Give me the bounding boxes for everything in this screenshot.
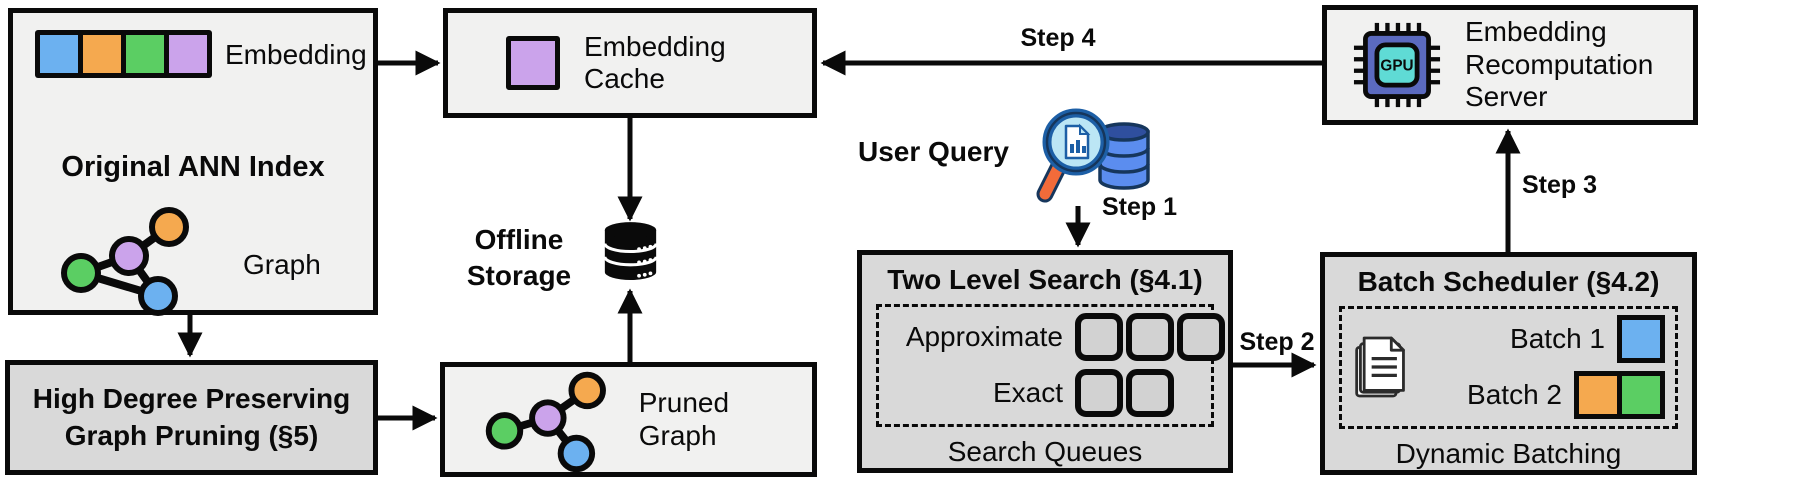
- recomputation-server-label: Embedding Recomputation Server: [1465, 16, 1654, 113]
- search-queues-caption: Search Queues: [947, 435, 1143, 467]
- queue-slot: [1177, 313, 1225, 362]
- graph-icon: [61, 207, 189, 316]
- search-queues-panel: Approximate Exact: [876, 304, 1225, 427]
- step1-label: Step 1: [1102, 193, 1178, 221]
- query-db-stack: [1098, 122, 1150, 190]
- embedding-cache-label: Embedding Cache: [584, 30, 726, 94]
- queue-slot: [1126, 313, 1174, 362]
- database-icon: [603, 222, 658, 281]
- pruned-graph-icon: [485, 371, 606, 472]
- original-ann-index-title: Original ANN Index: [61, 151, 325, 183]
- approximate-queue-row: Approximate: [887, 313, 1225, 362]
- approximate-label: Approximate: [905, 321, 1063, 353]
- gpu-chip-icon: GPU: [1353, 22, 1441, 108]
- purple-cell: [169, 35, 207, 73]
- step2-label: Step 2: [1239, 328, 1315, 356]
- queue-slot: [1075, 313, 1123, 362]
- blue-cell: [1617, 315, 1665, 364]
- orange-cell: [1574, 371, 1622, 420]
- magnifier-database-icon: [1036, 108, 1150, 203]
- query-document: [1064, 123, 1091, 160]
- batch-scheduler-box: Batch Scheduler (§4.2) Batch 1 Batch 2: [1320, 252, 1697, 475]
- green-cell: [1617, 371, 1665, 420]
- two-level-search-box: Two Level Search (§4.1) Approximate Exac…: [857, 250, 1233, 473]
- documents-icon: [1355, 336, 1405, 398]
- queue-slot: [1126, 369, 1174, 418]
- cached-embedding-icon: [506, 36, 560, 90]
- pruned-graph-label: Pruned Graph: [638, 387, 730, 451]
- step3-label: Step 3: [1522, 171, 1598, 199]
- gpu-text: GPU: [1380, 58, 1413, 75]
- blue-cell: [40, 35, 78, 73]
- orange-cell: [83, 35, 121, 73]
- batch1-label: Batch 1: [1510, 323, 1605, 355]
- embedding-label: Embedding: [225, 39, 367, 70]
- batch-scheduler-title: Batch Scheduler (§4.2): [1357, 266, 1660, 297]
- exact-label: Exact: [992, 377, 1063, 409]
- batch2-row: Batch 2: [1428, 371, 1665, 420]
- two-level-search-title: Two Level Search (§4.1): [887, 264, 1203, 295]
- offline-storage-label: Offline Storage: [466, 224, 572, 292]
- exact-queue-slots: [1075, 369, 1203, 418]
- graph-label: Graph: [243, 249, 321, 280]
- dynamic-batching-panel: Batch 1 Batch 2: [1339, 306, 1678, 429]
- batch1-cells: [1617, 315, 1665, 364]
- step4-label: Step 4: [1020, 24, 1096, 52]
- green-cell: [126, 35, 164, 73]
- embedding-vector-icon: [35, 30, 212, 78]
- pruned-graph-box: Pruned Graph: [440, 362, 817, 477]
- queue-slot: [1075, 369, 1123, 418]
- graph-pruning-title: High Degree Preserving Graph Pruning (§5…: [32, 383, 351, 451]
- graph-pruning-box: High Degree Preserving Graph Pruning (§5…: [5, 360, 378, 475]
- batch2-cells: [1574, 371, 1665, 420]
- magnifier: [1036, 108, 1110, 203]
- embedding-cache-box: Embedding Cache: [443, 8, 817, 118]
- dynamic-batching-caption: Dynamic Batching: [1395, 437, 1622, 469]
- original-ann-index-box: Embedding Original ANN Index Graph: [8, 8, 378, 316]
- exact-queue-row: Exact: [887, 369, 1203, 418]
- recomputation-server-box: GPU Embedding Recomputation Server: [1322, 5, 1698, 125]
- batch2-label: Batch 2: [1467, 379, 1562, 411]
- approximate-queue-slots: [1075, 313, 1225, 362]
- batch1-row: Batch 1: [1428, 315, 1665, 364]
- user-query-label: User Query: [858, 136, 1009, 167]
